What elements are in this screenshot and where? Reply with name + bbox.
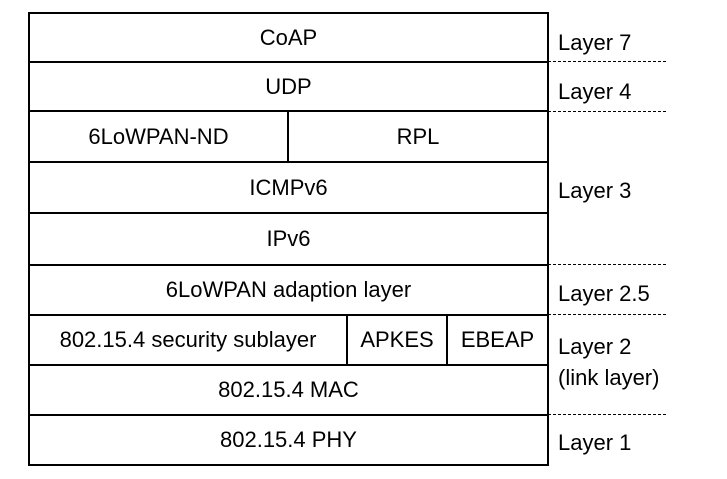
adaption-layer-label: 6LoWPAN adaption layer: [165, 277, 412, 302]
mac-box: 802.15.4 MAC: [28, 364, 549, 416]
divider-7-4: [548, 61, 666, 62]
layer-2-label: Layer 2 (link layer): [558, 331, 659, 393]
rpl-box: RPL: [287, 110, 549, 163]
divider-4-3: [548, 111, 666, 112]
coap-box: CoAP: [28, 12, 549, 63]
phy-box: 802.15.4 PHY: [28, 414, 549, 466]
layer-2-label-line1: Layer 2: [558, 334, 632, 359]
security-sublayer-box: 802.15.4 security sublayer: [28, 314, 348, 366]
apkes-box: APKES: [346, 314, 448, 366]
layer-1-label: Layer 1: [558, 430, 632, 455]
lowpan-nd-box: 6LoWPAN-ND: [28, 110, 289, 163]
layer-4-label: Layer 4: [558, 79, 632, 104]
layer-2-label-line2: (link layer): [558, 365, 660, 390]
adaption-layer-box: 6LoWPAN adaption layer: [28, 264, 549, 316]
icmpv6-box: ICMPv6: [28, 161, 549, 214]
divider-3-25: [548, 264, 666, 265]
ipv6-box: IPv6: [28, 212, 549, 266]
ebeap-box: EBEAP: [446, 314, 549, 366]
divider-2-1: [548, 414, 666, 415]
udp-box: UDP: [28, 61, 549, 112]
udp-label: UDP: [265, 73, 312, 99]
ipv6-label: IPv6: [266, 226, 311, 251]
coap-label: CoAP: [259, 24, 318, 50]
layer-7-label: Layer 7: [558, 30, 632, 55]
layer-25-label: Layer 2.5: [558, 281, 650, 306]
apkes-label: APKES: [360, 327, 434, 352]
icmpv6-label: ICMPv6: [249, 174, 328, 200]
rpl-label: RPL: [396, 123, 440, 149]
lowpan-nd-label: 6LoWPAN-ND: [88, 123, 229, 149]
mac-label: 802.15.4 MAC: [218, 377, 359, 402]
layer-3-label: Layer 3: [558, 178, 632, 203]
ebeap-label: EBEAP: [460, 327, 535, 352]
phy-label: 802.15.4 PHY: [220, 427, 357, 452]
divider-25-2: [548, 314, 666, 315]
security-sublayer-label: 802.15.4 security sublayer: [59, 327, 317, 352]
